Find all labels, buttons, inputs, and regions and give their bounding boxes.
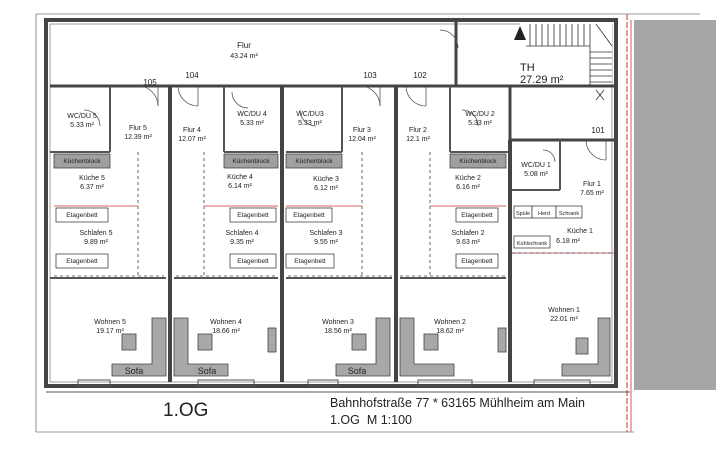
door-number-102: 102 [413, 71, 427, 80]
svg-text:Schrank: Schrank [559, 211, 579, 217]
room-area: 6.18 m² [556, 238, 580, 245]
svg-text:Etagenbett: Etagenbett [66, 212, 98, 219]
svg-text:Kühlschrank: Kühlschrank [517, 241, 548, 247]
room-label: Küche 5 [79, 175, 105, 182]
room-area: 5.33 m² [468, 120, 492, 127]
room-label: Flur 2 [409, 127, 427, 134]
kitchen-blocks [53, 153, 507, 169]
room-label: Schlafen 4 [225, 230, 258, 237]
room-area: 12.1 m² [406, 136, 430, 143]
staircase-area: 27.29 m² [520, 74, 564, 86]
room-area: 5.33 m² [298, 120, 322, 127]
neighbour-building [634, 20, 716, 390]
floor-label: 1.OG [163, 400, 209, 421]
outer-wall-inner [49, 23, 613, 383]
doors [83, 29, 607, 163]
svg-text:Küchenblock: Küchenblock [63, 158, 101, 165]
svg-text:Etagenbett: Etagenbett [66, 258, 98, 265]
sofa-labels: Sofa Sofa Sofa [125, 366, 367, 376]
svg-text:Etagenbett: Etagenbett [294, 258, 326, 265]
room-label: Flur 4 [183, 127, 201, 134]
coffee-tables [121, 327, 589, 355]
room-area: 5.08 m² [524, 171, 548, 178]
room-area: 6.12 m² [314, 185, 338, 192]
address-line: Bahnhofstraße 77 * 63165 Mühlheim am Mai… [330, 396, 586, 410]
room-label: WC/DU 4 [237, 111, 267, 118]
kitchen1-furniture [513, 205, 583, 249]
svg-text:Sofa: Sofa [125, 366, 144, 376]
bunk-beds [55, 207, 499, 269]
corridor-label: Flur [237, 41, 251, 50]
svg-text:Spüle: Spüle [516, 211, 530, 217]
sofas [111, 317, 611, 377]
room-label: Küche 2 [455, 175, 481, 182]
room-area: 12.07 m² [178, 136, 206, 143]
room-area: 9.35 m² [230, 239, 254, 246]
kitchen1-labels: Spüle Herd Schrank Kühlschrank [516, 211, 579, 247]
room-label: Schlafen 2 [451, 230, 484, 237]
room-area: 12.04 m² [348, 136, 376, 143]
svg-text:Etagenbett: Etagenbett [461, 212, 493, 219]
room-label: WC/DU 5 [67, 113, 97, 120]
svg-text:Herd: Herd [538, 211, 550, 217]
room-area: 5.33 m² [70, 122, 94, 129]
svg-text:Sofa: Sofa [348, 366, 367, 376]
windows [77, 379, 591, 387]
room-area: 7.65 m² [580, 190, 604, 197]
room-label: WC/DU3 [296, 111, 324, 118]
svg-text:Etagenbett: Etagenbett [461, 258, 493, 265]
room-area: 5.33 m² [240, 120, 264, 127]
room-label: Flur 1 [583, 181, 601, 188]
room-label: Schlafen 3 [309, 230, 342, 237]
room-area: 6.14 m² [228, 183, 252, 190]
room-label: WC/DU 2 [465, 111, 495, 118]
room-area: 9.55 m² [314, 239, 338, 246]
room-area: 9.63 m² [456, 239, 480, 246]
svg-text:Sofa: Sofa [198, 366, 217, 376]
room-label: Wohnen 3 [322, 319, 354, 326]
staircase [520, 22, 613, 101]
svg-text:Etagenbett: Etagenbett [237, 212, 269, 219]
room-label: Flur 3 [353, 127, 371, 134]
room-area: 6.37 m² [80, 184, 104, 191]
room-label: Wohnen 5 [94, 319, 126, 326]
stair-arrow [514, 26, 526, 40]
room-area: 12.39 m² [124, 134, 152, 141]
room-label: Wohnen 4 [210, 319, 242, 326]
room-label: Wohnen 2 [434, 319, 466, 326]
room-area: 6.16 m² [456, 184, 480, 191]
dashed-lines [54, 152, 614, 277]
svg-text:Küchenblock: Küchenblock [295, 158, 333, 165]
room-label: Schlafen 5 [79, 230, 112, 237]
room-label: WC/DU 1 [521, 162, 551, 169]
room-area: 19.17 m² [96, 328, 124, 335]
room-area: 18.66 m² [212, 328, 240, 335]
room-label: Wohnen 1 [548, 307, 580, 314]
furniture-labels: Küchenblock Küchenblock Küchenblock Küch… [63, 158, 497, 265]
wc-walls [50, 86, 561, 191]
svg-text:Küchenblock: Küchenblock [232, 158, 270, 165]
door-number-105: 105 [143, 78, 157, 87]
door-number-104: 104 [185, 71, 199, 80]
door-number-103: 103 [363, 71, 377, 80]
room-area: 18.62 m² [436, 328, 464, 335]
scale-note: 1.OG M 1:100 [330, 413, 412, 427]
room-label: Küche 1 [567, 228, 593, 235]
svg-text:Etagenbett: Etagenbett [237, 258, 269, 265]
room-label: Küche 3 [313, 176, 339, 183]
staircase-label: TH [520, 62, 535, 74]
room-area: 22.01 m² [550, 316, 578, 323]
door-number-101: 101 [591, 126, 605, 135]
room-area: 18.56 m² [324, 328, 352, 335]
room-area: 9.89 m² [84, 239, 108, 246]
room-label: Küche 4 [227, 174, 253, 181]
svg-text:Etagenbett: Etagenbett [293, 212, 325, 219]
room-label: Flur 5 [129, 125, 147, 132]
svg-text:Küchenblock: Küchenblock [459, 158, 497, 165]
corridor-area: 43.24 m² [230, 53, 258, 60]
room-labels: WC/DU 5 5.33 m² Flur 5 12.39 m² Flur 4 1… [67, 111, 604, 335]
